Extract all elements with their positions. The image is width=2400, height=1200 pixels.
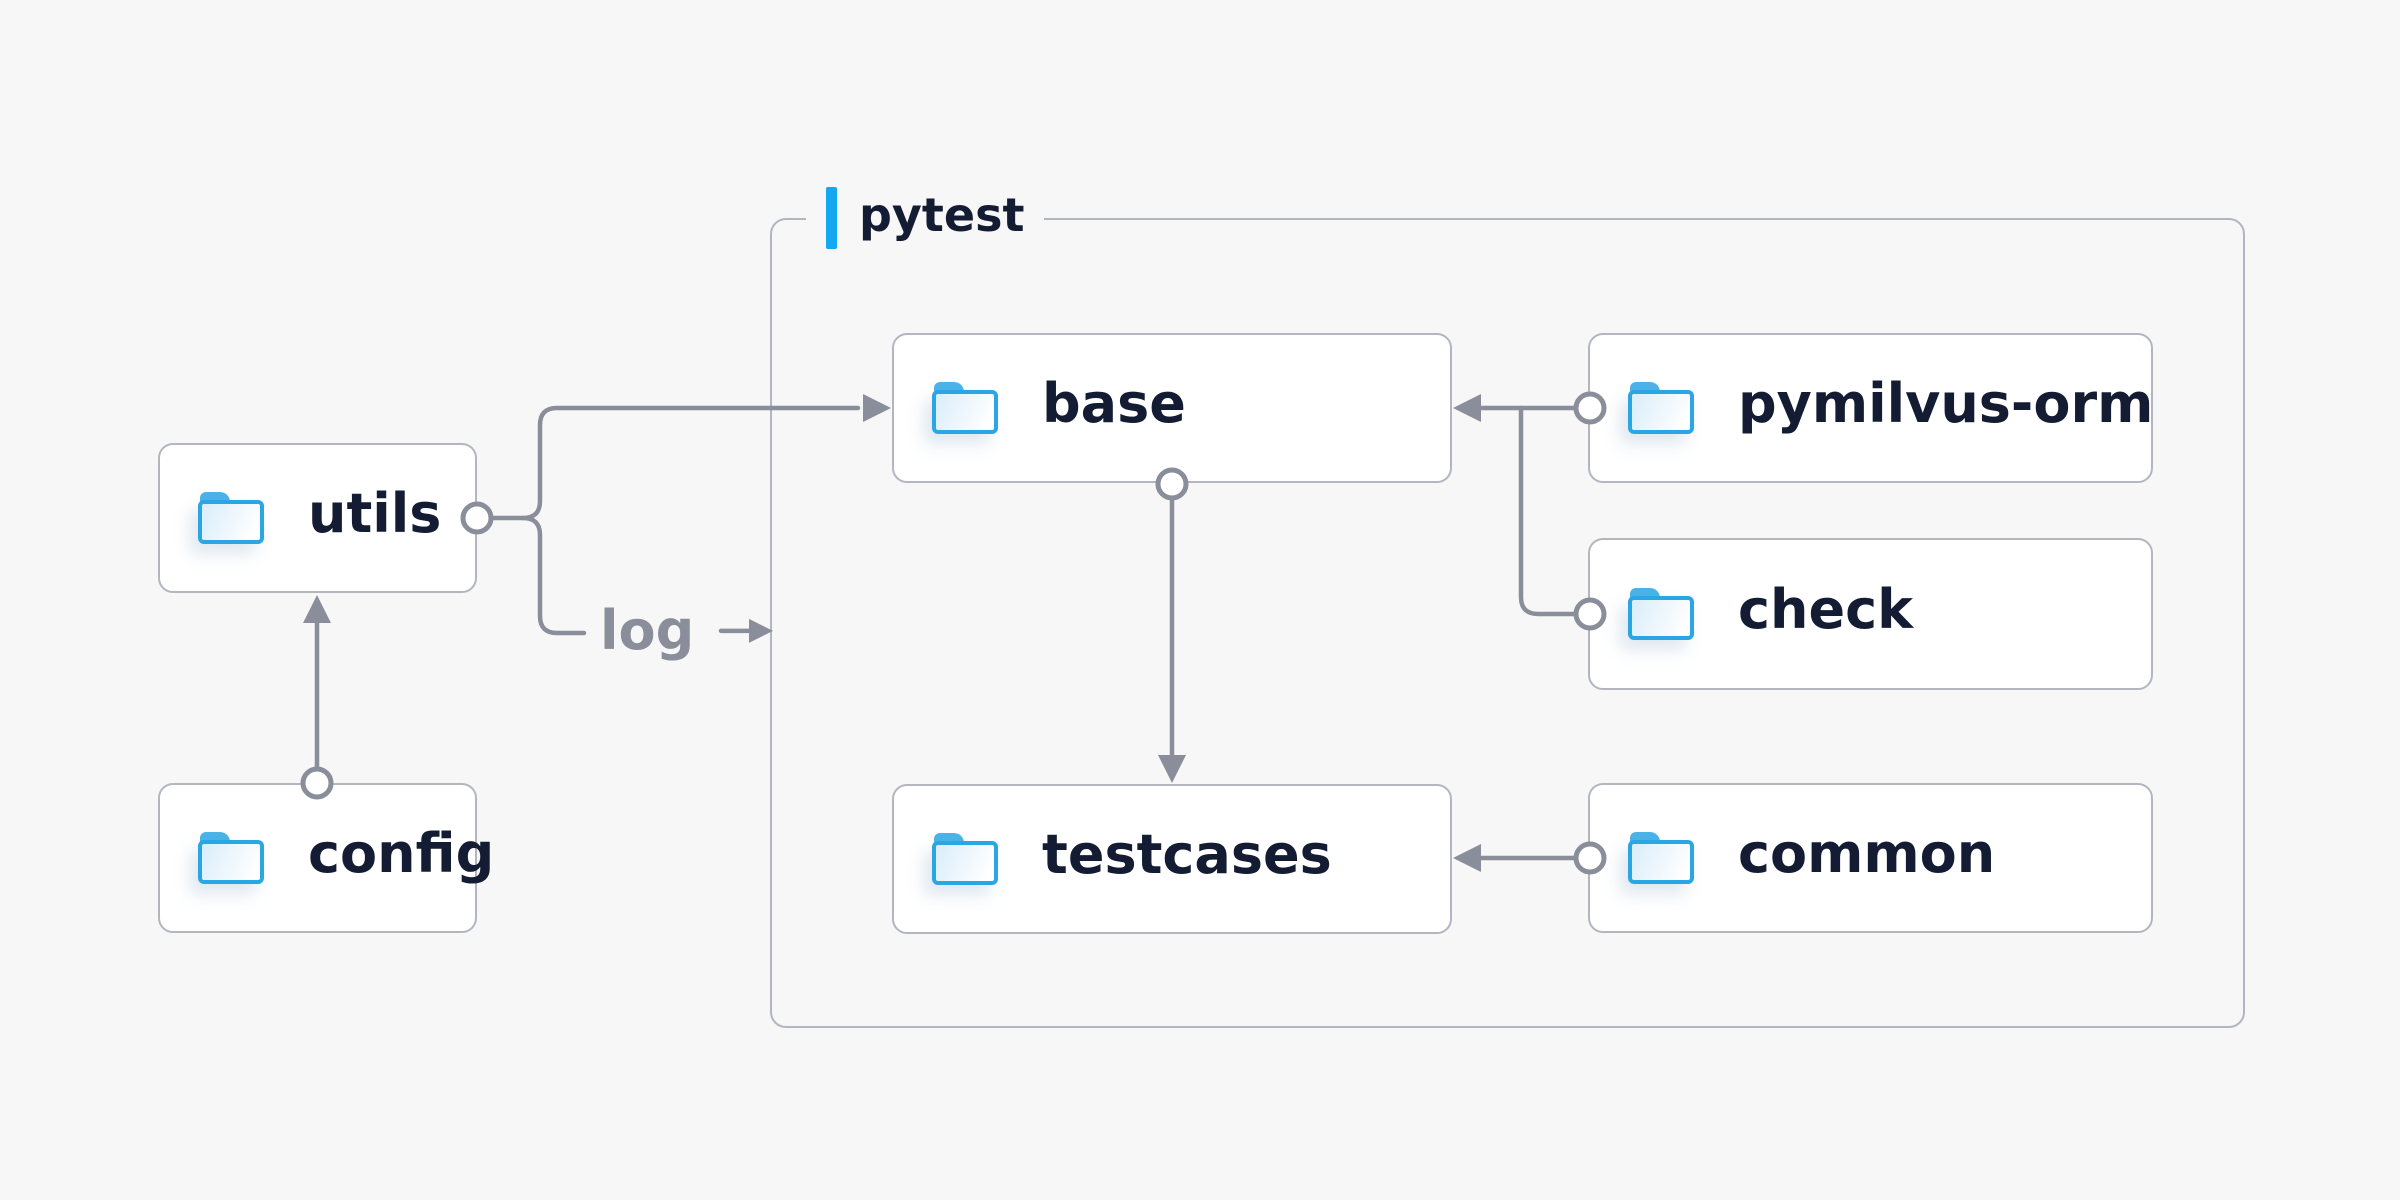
folder-icon [932,833,998,885]
accent-bar-icon [826,187,837,249]
pytest-group-label: pytest [806,187,1045,249]
edge-label-log: log [600,598,776,662]
node-label: pymilvus-orm [1738,372,2154,435]
node-label: base [1042,372,1186,435]
node-label: config [308,822,495,885]
folder-icon [1628,588,1694,640]
edge-config-utils [300,595,334,800]
node-label: common [1738,822,1996,885]
group-title: pytest [859,188,1025,242]
edge-utils-log [460,501,587,636]
folder-icon [1628,832,1694,884]
node-base: base [892,333,1452,483]
log-text: log [600,598,695,662]
node-pymilvus-orm: pymilvus-orm [1588,333,2153,483]
folder-icon [198,832,264,884]
node-label: testcases [1042,823,1332,886]
node-check: check [1588,538,2153,690]
arrow-right-icon [719,618,774,643]
node-label: utils [308,482,442,545]
node-testcases: testcases [892,784,1452,934]
node-label: check [1738,578,1913,641]
folder-icon [932,382,998,434]
folder-icon [1628,382,1694,434]
node-utils: utils [158,443,477,593]
pytest-group-box [770,218,2245,1028]
node-common: common [1588,783,2153,933]
node-config: config [158,783,494,933]
folder-icon [198,492,264,544]
